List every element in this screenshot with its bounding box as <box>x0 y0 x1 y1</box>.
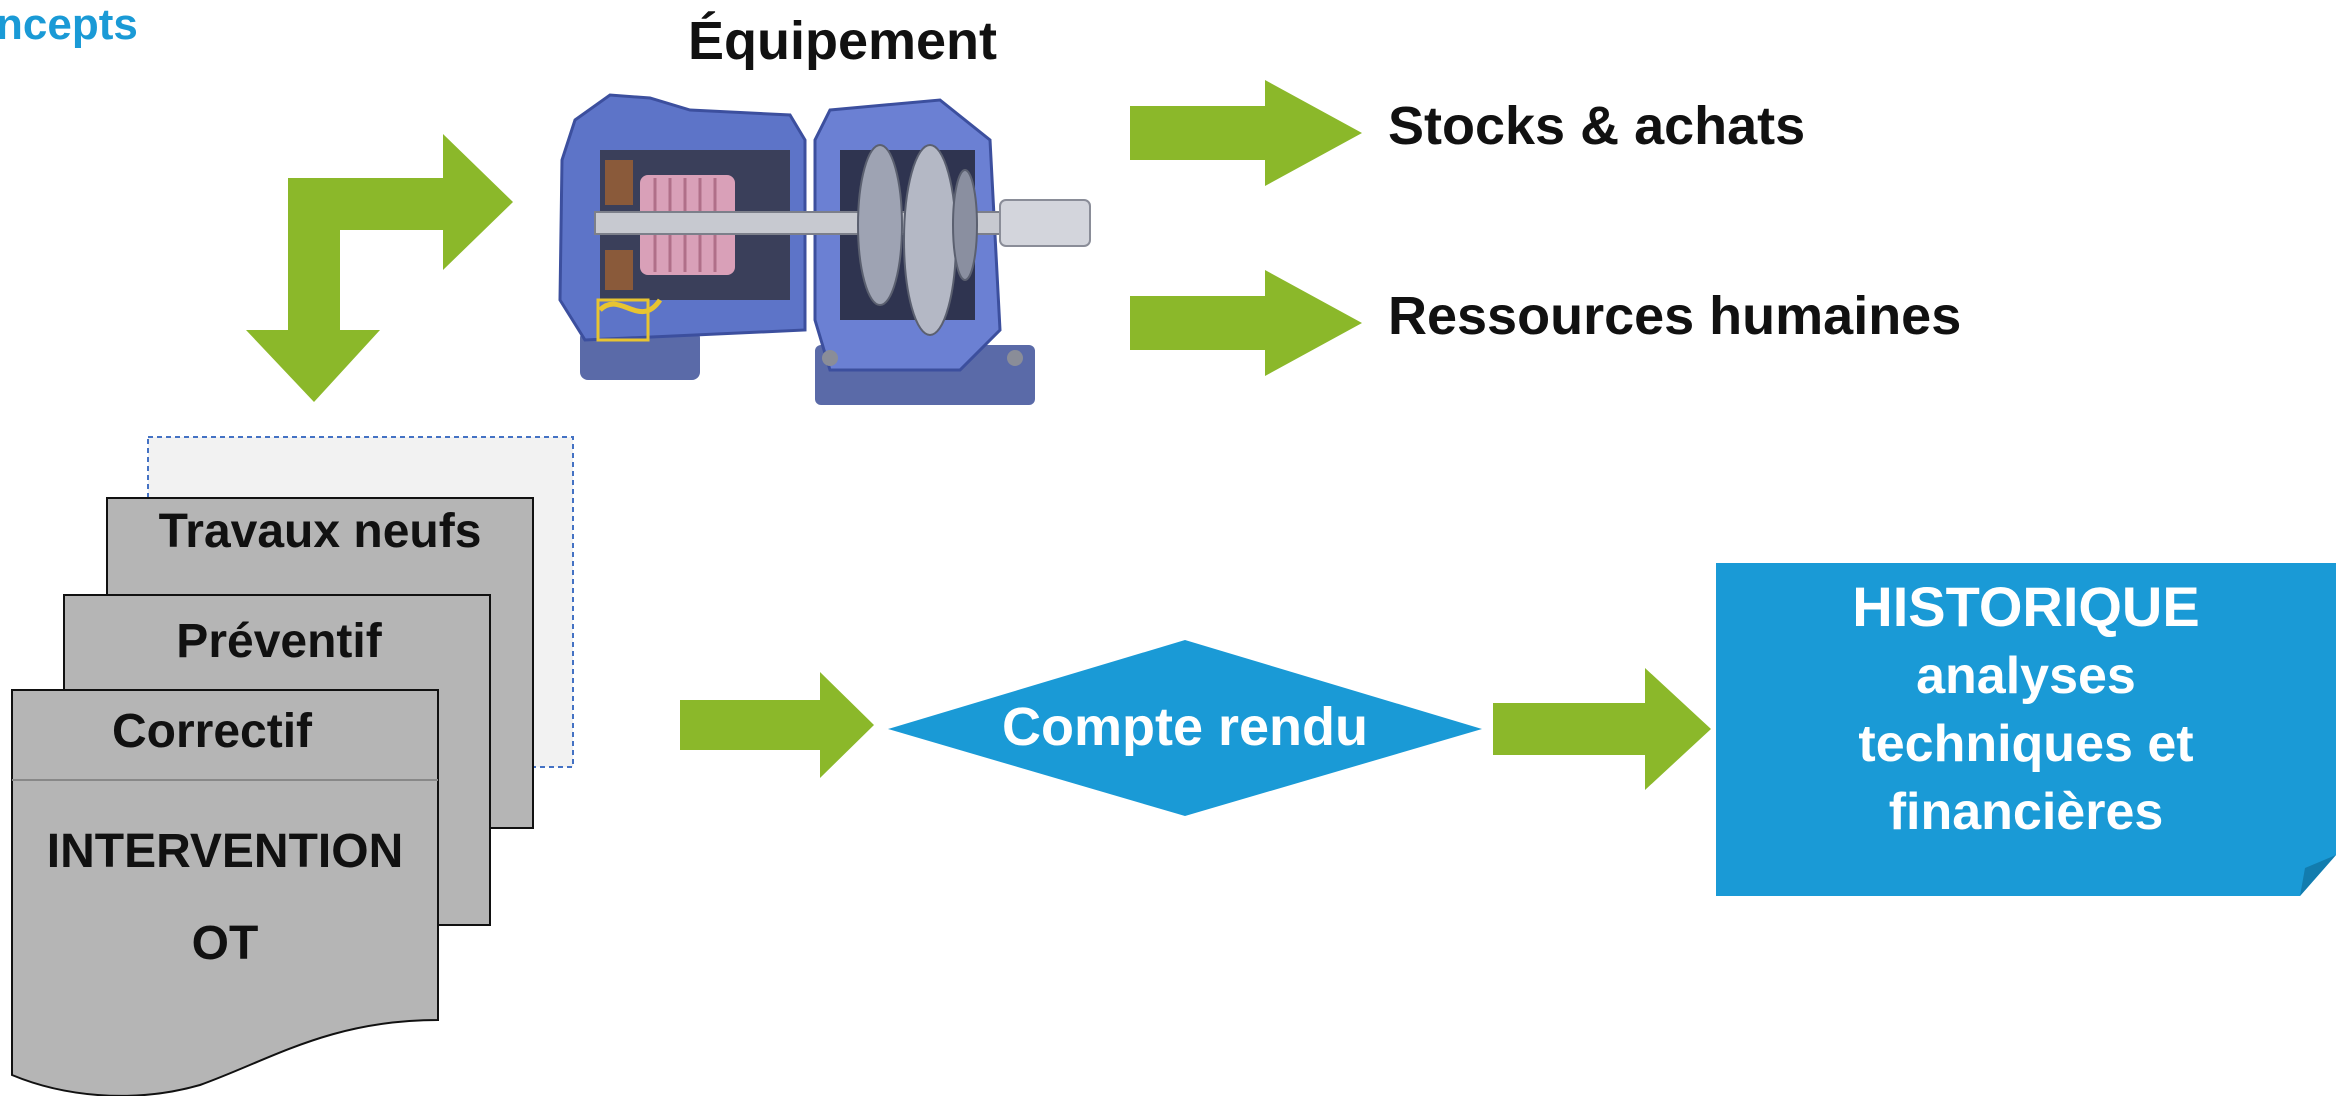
history-box <box>1716 563 2336 896</box>
doc-correctif-label: Correctif <box>111 705 313 758</box>
ot-label: OT <box>191 917 259 970</box>
doc-preventif-label: Préventif <box>176 615 382 668</box>
history-fold <box>2300 855 2336 896</box>
doc-travaux-neufs-label: Travaux neufs <box>158 505 482 558</box>
equipment-title: Équipement <box>688 11 998 71</box>
arrow-to-report-icon <box>680 672 874 778</box>
bent-arrow-icon <box>246 134 513 402</box>
section-heading: ncepts <box>0 0 138 49</box>
report-label: Compte rendu <box>1001 697 1368 757</box>
history-line-3: financières <box>1888 783 2164 841</box>
resources-label: Ressources humaines <box>1388 286 1962 346</box>
intervention-label: INTERVENTION <box>46 825 404 878</box>
history-title: HISTORIQUE <box>1852 575 2200 638</box>
stocks-label: Stocks & achats <box>1388 96 1806 156</box>
arrow-stocks-icon <box>1130 80 1362 186</box>
document-correctif <box>11 689 439 1096</box>
arrow-to-history-icon <box>1493 668 1711 790</box>
history-line-2: techniques et <box>1858 715 2194 773</box>
arrow-resources-icon <box>1130 270 1362 376</box>
report-diamond <box>888 640 1482 816</box>
gear-motor-image <box>558 93 1091 405</box>
history-line-1: analyses <box>1916 647 2136 705</box>
